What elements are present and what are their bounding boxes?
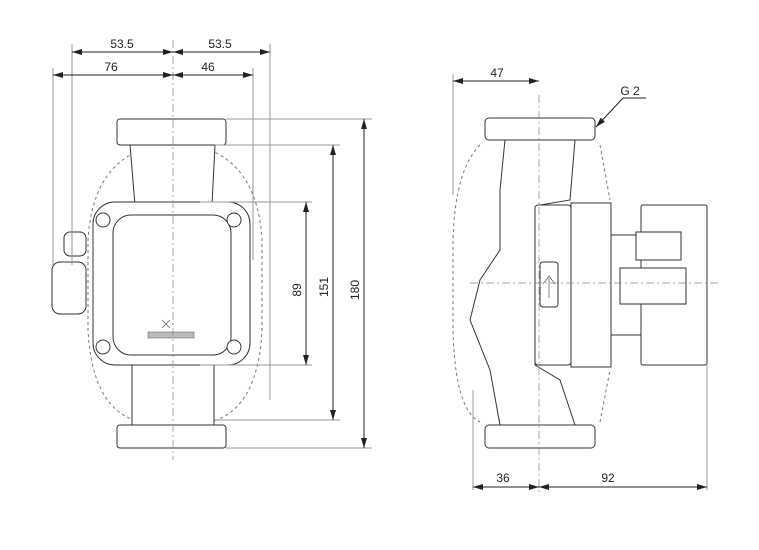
screw-boss (226, 339, 242, 355)
front-upper-neck (129, 144, 216, 206)
screw-boss (95, 212, 111, 228)
screw-boss (95, 339, 111, 355)
dim-label: 89 (290, 283, 304, 297)
dim-label: 53.5 (110, 37, 134, 51)
dim-label: 92 (601, 471, 615, 485)
power-connector (51, 261, 87, 315)
stator-flange (570, 202, 612, 368)
side-signal-connector (635, 231, 682, 261)
dim-label: 76 (104, 60, 118, 74)
dim-label: 151 (317, 277, 331, 297)
dim-label: 180 (348, 280, 362, 300)
front-top-flange (116, 118, 227, 146)
thread-label: G 2 (620, 84, 640, 98)
side-power-connector (619, 267, 687, 305)
front-view: 53.5 53.5 76 46 89 151 180 (51, 37, 372, 460)
thread-leader-line (595, 97, 646, 128)
dim-label: 47 (490, 66, 504, 80)
side-bottom-flange (484, 424, 596, 449)
dim-label: 53.5 (208, 37, 232, 51)
side-top-flange (484, 117, 596, 141)
arrow-up-icon (542, 275, 556, 298)
side-envelope-outline (452, 144, 611, 423)
control-box-face (112, 214, 232, 356)
screw-boss (226, 212, 242, 228)
grundfos-logo (147, 319, 195, 339)
dim-label: 46 (201, 60, 215, 74)
side-view: 47 36 92 G 2 (452, 66, 720, 495)
dim-label: 36 (496, 471, 510, 485)
signal-connector (63, 231, 87, 257)
front-envelope-outline (87, 149, 263, 423)
front-bottom-flange (116, 424, 227, 449)
